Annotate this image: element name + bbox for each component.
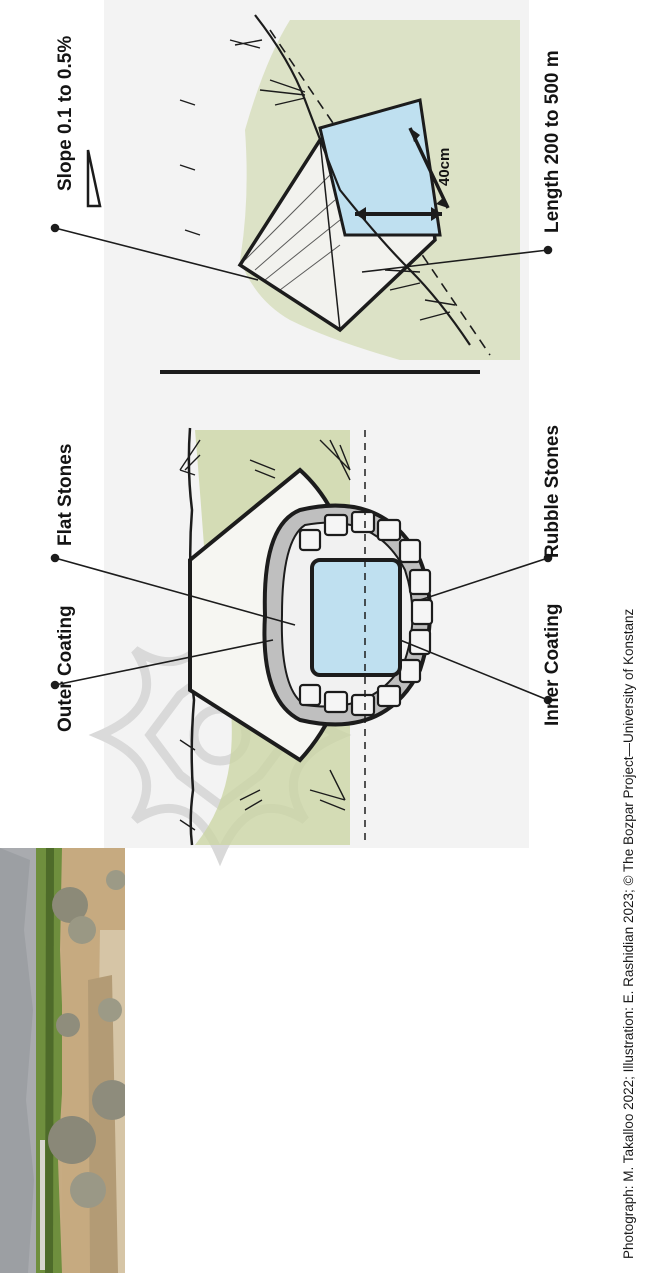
water-cross-section [312,560,400,675]
slope-triangle-icon [88,150,100,206]
